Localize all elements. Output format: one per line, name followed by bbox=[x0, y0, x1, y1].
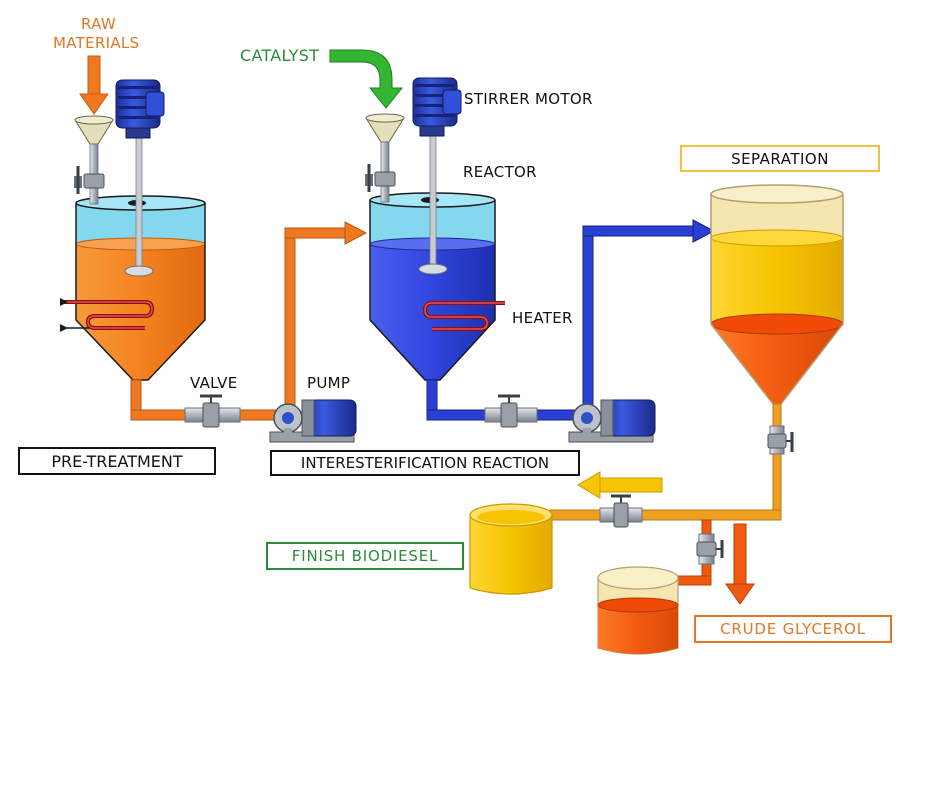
flow-arrow-icon bbox=[344, 221, 368, 245]
pretreatment-tank bbox=[60, 135, 206, 417]
pump-icon bbox=[269, 399, 357, 443]
glycerol-container bbox=[597, 566, 679, 655]
catalyst-arrow-icon bbox=[329, 49, 404, 109]
blue-transfer-pipe bbox=[582, 219, 716, 409]
raw-materials-arrow-icon bbox=[79, 55, 109, 115]
valve-icon bbox=[498, 394, 520, 428]
heater-label: HEATER bbox=[512, 309, 573, 327]
orange-transfer-pipe bbox=[284, 221, 368, 409]
pump-label: PUMP bbox=[307, 374, 351, 392]
valve-icon bbox=[696, 540, 724, 558]
pre-treatment-label: PRE-TREATMENT bbox=[18, 447, 216, 475]
stirrer-motor-label: STIRRER MOTOR bbox=[464, 90, 593, 108]
motor-icon bbox=[115, 79, 165, 139]
separation-tank bbox=[710, 184, 844, 513]
motor-icon bbox=[412, 77, 462, 137]
heater-coil-icon bbox=[422, 301, 505, 331]
interesterification-reaction-label: INTERESTERIFICATION REACTION bbox=[270, 450, 580, 476]
biodiesel-container bbox=[469, 503, 553, 595]
heater-coil-icon bbox=[60, 298, 155, 332]
output-pipes bbox=[549, 471, 782, 605]
funnel-icon bbox=[74, 115, 114, 205]
flow-arrow-icon bbox=[725, 523, 755, 605]
valve-icon bbox=[200, 394, 222, 428]
flow-arrow-icon bbox=[692, 219, 716, 243]
funnel-icon bbox=[365, 113, 405, 203]
finish-biodiesel-label: FINISH BIODIESEL bbox=[266, 542, 464, 570]
valve-icon bbox=[74, 166, 105, 194]
reactor-outlet-pipe bbox=[426, 394, 578, 428]
pretreatment-outlet-pipe bbox=[130, 394, 292, 428]
reactor-tank bbox=[369, 133, 505, 417]
crude-glycerol-label: CRUDE GLYCEROL bbox=[694, 615, 892, 643]
valve-icon bbox=[611, 494, 631, 528]
flow-arrow-icon bbox=[577, 471, 663, 499]
reactor-label: REACTOR bbox=[463, 163, 537, 181]
raw-materials-label-line2: MATERIALS bbox=[53, 34, 140, 52]
valve-label: VALVE bbox=[190, 374, 238, 392]
pump-icon bbox=[568, 399, 656, 443]
valve-icon bbox=[365, 164, 396, 192]
valve-icon bbox=[767, 425, 794, 455]
separation-label: SEPARATION bbox=[680, 145, 880, 172]
catalyst-label: CATALYST bbox=[240, 46, 320, 65]
raw-materials-label: RAW bbox=[81, 15, 116, 33]
